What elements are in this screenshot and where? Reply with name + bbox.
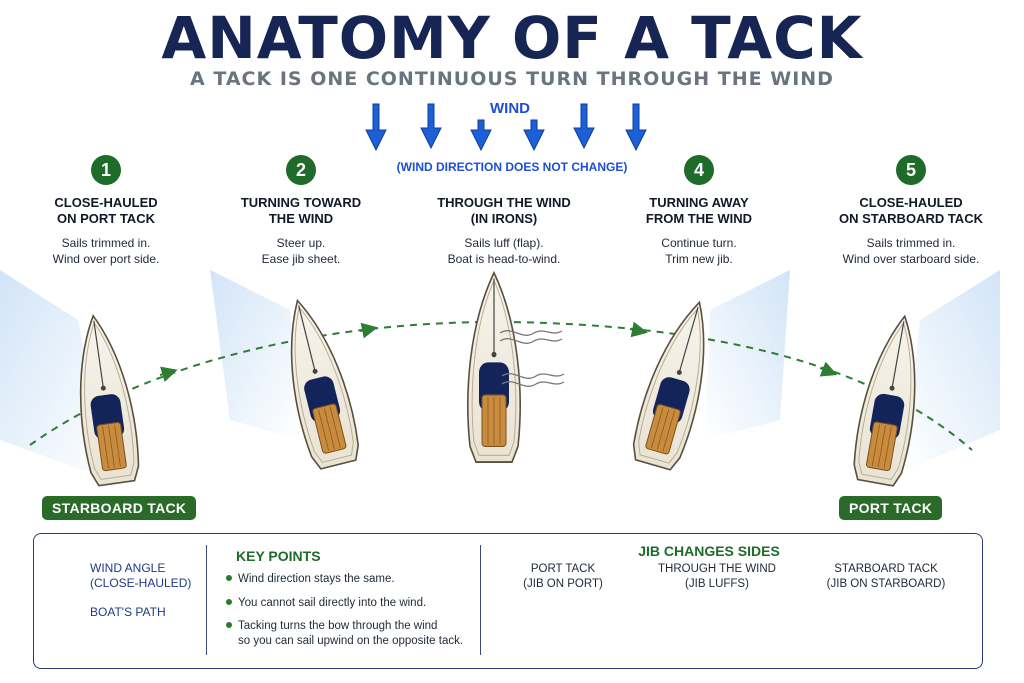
boat-icon-3 [466, 271, 565, 463]
stage-description: Sails luff (flap).Boat is head-to-wind. [447, 236, 561, 266]
stage-number: 5 [896, 155, 926, 185]
key-point: Tacking turns the bow through the wind [226, 619, 486, 634]
key-point-continued: so you can sail upwind on the opposite t… [238, 635, 464, 647]
stage-number: 1 [91, 155, 121, 185]
wind-label: WIND [490, 100, 530, 117]
wind-angle-legend: WIND ANGLE(CLOSE-HAULED) [90, 561, 192, 590]
divider [206, 545, 207, 655]
jib-title: JIB CHANGES SIDES [638, 543, 780, 559]
jib-stbd-label: STARBOARD TACK(JIB ON STARBOARD) [826, 563, 946, 590]
path-arrow-icon [359, 322, 378, 339]
wind-arrow-icon [625, 103, 647, 152]
stage-description: Sails trimmed in.Wind over starboard sid… [842, 236, 980, 266]
bullet-icon [226, 621, 232, 628]
wind-arrow-icon [365, 103, 387, 152]
wind-angle-shade-2 [210, 270, 300, 440]
stage-number: 4 [684, 155, 714, 185]
wind-arrow-icon [523, 119, 545, 152]
key-point: Wind direction stays the same. [226, 572, 486, 587]
wind-angle-shade-4 [705, 270, 790, 440]
page-subtitle: A TACK IS ONE CONTINUOUS TURN THROUGH TH… [190, 68, 834, 90]
jib-port-label: PORT TACK(JIB ON PORT) [523, 563, 603, 590]
wind-arrow-icon [420, 103, 442, 150]
path-arrow-icon [819, 361, 838, 377]
path-arrow-icon [629, 321, 648, 338]
stage-heading: THROUGH THE WIND(IN IRONS) [437, 195, 571, 226]
stage-number: 2 [286, 155, 316, 185]
wind-note: (WIND DIRECTION DOES NOT CHANGE) [396, 160, 628, 174]
wind-arrow-icon [573, 103, 595, 150]
wind-arrow-icon [470, 119, 492, 152]
page-title: ANATOMY OF A TACK [161, 4, 863, 72]
port-tack-badge: PORT TACK [839, 496, 943, 520]
divider [480, 545, 481, 655]
starboard-tack-badge: STARBOARD TACK [42, 496, 197, 520]
path-legend: BOAT'S PATH [90, 605, 166, 619]
stage-3: THROUGH THE WIND(IN IRONS) Sails luff (f… [419, 195, 589, 267]
path-arrow-icon [159, 366, 178, 382]
bullet-icon [226, 574, 232, 581]
key-point: You cannot sail directly into the wind. [226, 596, 486, 611]
stage-description: Continue turn.Trim new jib. [661, 236, 737, 266]
stage-description: Steer up.Ease jib sheet. [261, 236, 341, 266]
bullet-icon [226, 598, 232, 605]
jib-through-label: THROUGH THE WIND(JIB LUFFS) [658, 563, 776, 590]
wind-angle-shade-5 [905, 270, 1000, 470]
wind-arrows [365, 103, 647, 152]
legend-panel [33, 533, 983, 669]
key-points-title: KEY POINTS [236, 548, 321, 564]
stage-description: Sails trimmed in.Wind over port side. [52, 236, 160, 266]
